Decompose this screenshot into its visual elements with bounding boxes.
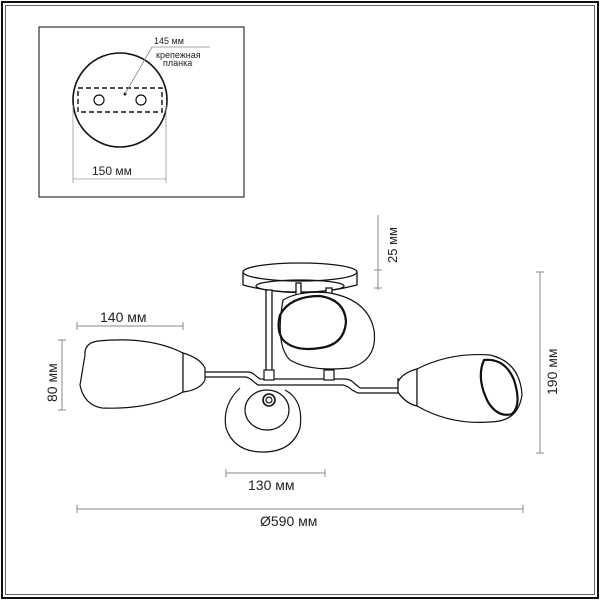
dimension-lines <box>58 215 544 513</box>
screw-hole-right <box>135 94 147 106</box>
total-height-label: 190 мм <box>544 349 560 396</box>
shade-bottom-center <box>224 387 302 453</box>
shade-height-label: 80 мм <box>44 363 60 402</box>
bracket-label-line1: крепежная <box>156 50 201 60</box>
shade-left <box>79 339 206 409</box>
page-frame-inner <box>5 5 595 595</box>
mount-plate-circle <box>72 52 168 148</box>
screw-hole-left <box>93 94 105 106</box>
canopy-height-label: 25 мм <box>385 227 400 263</box>
shade-top-center <box>277 291 376 370</box>
fixture-arms <box>205 369 398 394</box>
shade-right <box>397 353 523 423</box>
center-shade-width-label: 130 мм <box>248 477 295 493</box>
total-diameter-label: Ø590 мм <box>260 513 317 529</box>
mount-plate-inset: 145 мм крепежная планка 150 мм <box>38 26 245 198</box>
bracket-label-line2: планка <box>163 58 192 68</box>
bracket-length-label: 145 мм <box>154 36 184 46</box>
shade-length-label: 140 мм <box>100 309 147 325</box>
plate-diameter-label: 150 мм <box>92 164 132 178</box>
mounting-bracket-outline <box>77 87 163 113</box>
